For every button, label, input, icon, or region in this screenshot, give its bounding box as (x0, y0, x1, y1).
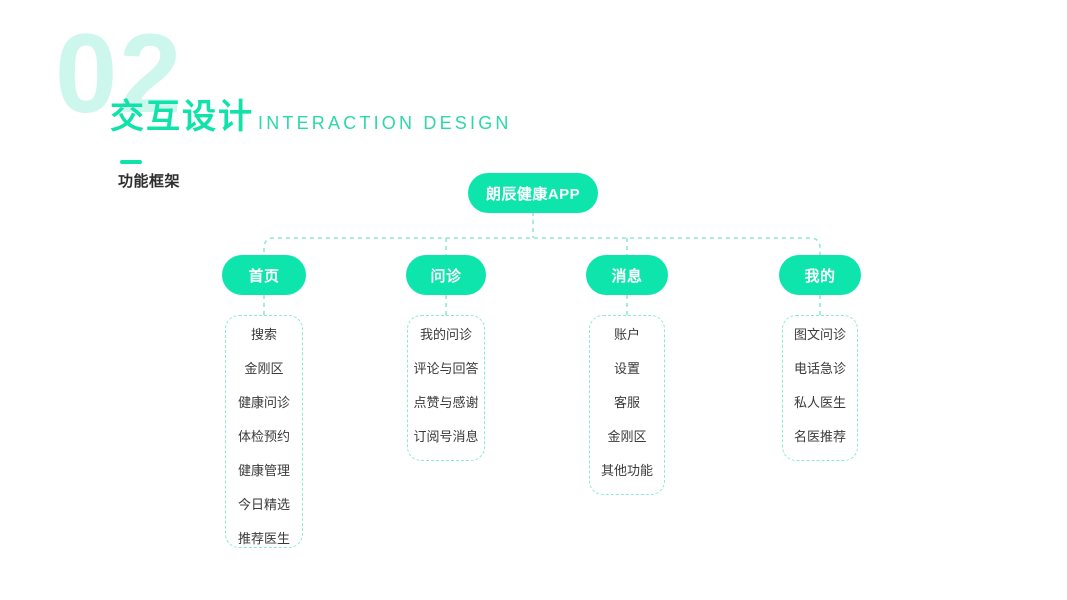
page-subtitle-en: INTERACTION DESIGN (258, 113, 512, 133)
list-item[interactable]: 金刚区 (244, 361, 284, 376)
tree-group-4: 图文问诊 电话急诊 私人医生 名医推荐 (782, 315, 858, 461)
tree-node-branch-3-label: 消息 (611, 267, 643, 285)
tree-group-1: 搜索 金刚区 健康问诊 体检预约 健康管理 今日精选 推荐医生 (225, 315, 303, 548)
list-item[interactable]: 我的问诊 (419, 327, 472, 342)
list-item[interactable]: 健康问诊 (237, 395, 290, 410)
list-item[interactable]: 客服 (613, 395, 640, 410)
list-item[interactable]: 金刚区 (607, 429, 647, 444)
tree-node-branch-4[interactable]: 我的 (779, 255, 861, 295)
tree-group-3: 账户 设置 客服 金刚区 其他功能 (589, 315, 665, 495)
section-label: 功能框架 (118, 173, 181, 190)
tree-node-branch-2[interactable]: 问诊 (406, 255, 486, 295)
list-item[interactable]: 订阅号消息 (413, 429, 479, 444)
list-item[interactable]: 设置 (613, 361, 640, 376)
list-item[interactable]: 搜索 (250, 327, 277, 342)
tree-node-branch-4-label: 我的 (804, 267, 836, 285)
list-item[interactable]: 私人医生 (793, 395, 846, 410)
tree-node-branch-1[interactable]: 首页 (222, 255, 306, 295)
tree-group-2: 我的问诊 评论与回答 点赞与感谢 订阅号消息 (407, 315, 485, 461)
list-item[interactable]: 点赞与感谢 (413, 395, 479, 410)
section-dash-marker (120, 160, 142, 164)
list-item[interactable]: 体检预约 (237, 429, 290, 444)
tree-node-branch-3[interactable]: 消息 (586, 255, 668, 295)
list-item[interactable]: 其他功能 (600, 463, 653, 478)
section-number: 02 (55, 11, 184, 136)
list-item[interactable]: 评论与回答 (413, 361, 479, 376)
list-item[interactable]: 推荐医生 (237, 531, 290, 546)
list-item[interactable]: 健康管理 (237, 463, 290, 478)
list-item[interactable]: 电话急诊 (793, 361, 846, 376)
list-item[interactable]: 图文问诊 (793, 327, 846, 342)
list-item[interactable]: 名医推荐 (793, 429, 846, 444)
page-title: 交互设计 (110, 98, 254, 136)
tree-node-root[interactable]: 朗辰健康APP (468, 173, 598, 213)
connector-bus (263, 237, 821, 260)
tree-node-branch-1-label: 首页 (248, 267, 280, 285)
tree-node-branch-2-label: 问诊 (430, 267, 462, 285)
list-item[interactable]: 账户 (613, 327, 640, 342)
tree-node-root-label: 朗辰健康APP (485, 185, 581, 203)
list-item[interactable]: 今日精选 (237, 497, 290, 512)
